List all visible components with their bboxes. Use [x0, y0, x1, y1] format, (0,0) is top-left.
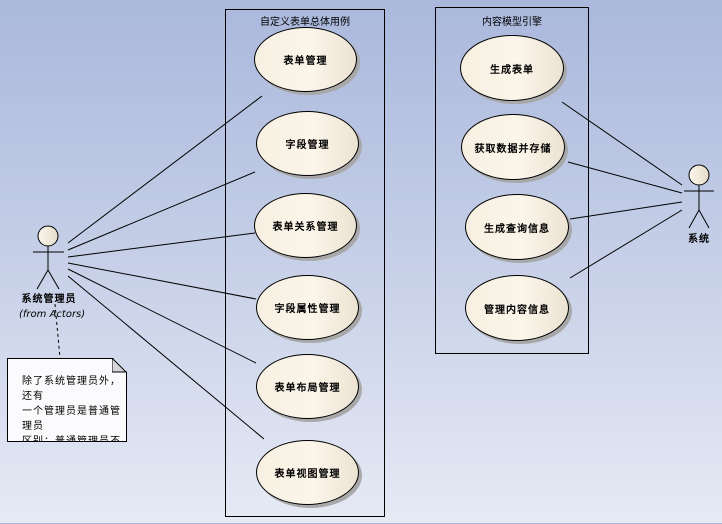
usecase-label: 获取数据并存储 — [474, 143, 552, 155]
usecase-label: 管理内容信息 — [484, 304, 550, 316]
usecase-fetch-and-store-data[interactable]: 获取数据并存储 — [461, 114, 565, 180]
usecase-form-view-management[interactable]: 表单视图管理 — [256, 440, 359, 505]
usecase-label: 表单视图管理 — [274, 469, 341, 480]
note-fold-corner-icon — [112, 358, 127, 373]
usecase-label: 表单布局管理 — [274, 383, 341, 394]
association-system-generate-form — [561, 101, 683, 186]
usecase-label: 生成表单 — [490, 64, 534, 76]
usecase-form-relation-management[interactable]: 表单关系管理 — [254, 193, 357, 258]
actor-stereotype-admin: (from Actors) — [19, 309, 86, 320]
note-line: 一个管理员是普通管理员 — [22, 406, 121, 432]
admin-actor-figure[interactable] — [33, 225, 64, 290]
usecase-label: 表单管理 — [283, 56, 328, 67]
usecase-generate-form[interactable]: 生成表单 — [460, 35, 564, 101]
system-boundary-custom-form[interactable]: 自定义表单总体用例 — [225, 9, 385, 517]
usecase-label: 字段属性管理 — [274, 304, 341, 315]
actor-name-admin: 系统管理员 — [21, 294, 77, 305]
usecase-manage-content-info[interactable]: 管理内容信息 — [465, 275, 569, 341]
actor-name-system: 系统 — [688, 234, 710, 245]
note-line: 除了系统管理员外，还有 — [22, 376, 121, 402]
system-boundary-content-engine[interactable]: 内容模型引擎 — [435, 7, 589, 354]
association-admin-form-view — [67, 275, 265, 440]
boundary-title: 内容模型引擎 — [482, 17, 542, 28]
usecase-generate-query-info[interactable]: 生成查询信息 — [465, 194, 569, 260]
usecase-label: 表单关系管理 — [272, 222, 339, 233]
association-admin-field-property — [67, 262, 257, 300]
association-system-fetch-store — [567, 161, 683, 194]
association-admin-form-management — [67, 95, 263, 244]
association-admin-field-management — [67, 171, 256, 251]
boundary-title: 自定义表单总体用例 — [260, 17, 350, 28]
usecase-field-property-management[interactable]: 字段属性管理 — [256, 275, 359, 340]
usecase-label: 字段管理 — [285, 140, 330, 151]
usecase-label: 生成查询信息 — [484, 223, 550, 235]
usecase-field-management[interactable]: 字段管理 — [256, 111, 359, 176]
association-admin-form-relation — [67, 232, 256, 258]
system-actor-figure[interactable] — [684, 164, 714, 229]
usecase-form-management[interactable]: 表单管理 — [254, 27, 357, 92]
usecase-form-layout-management[interactable]: 表单布局管理 — [256, 354, 359, 419]
note[interactable]: 除了系统管理员外，还有 一个管理员是普通管理员 区别：普通管理员不可以 建立和管… — [7, 358, 127, 442]
association-admin-form-layout — [67, 268, 257, 364]
